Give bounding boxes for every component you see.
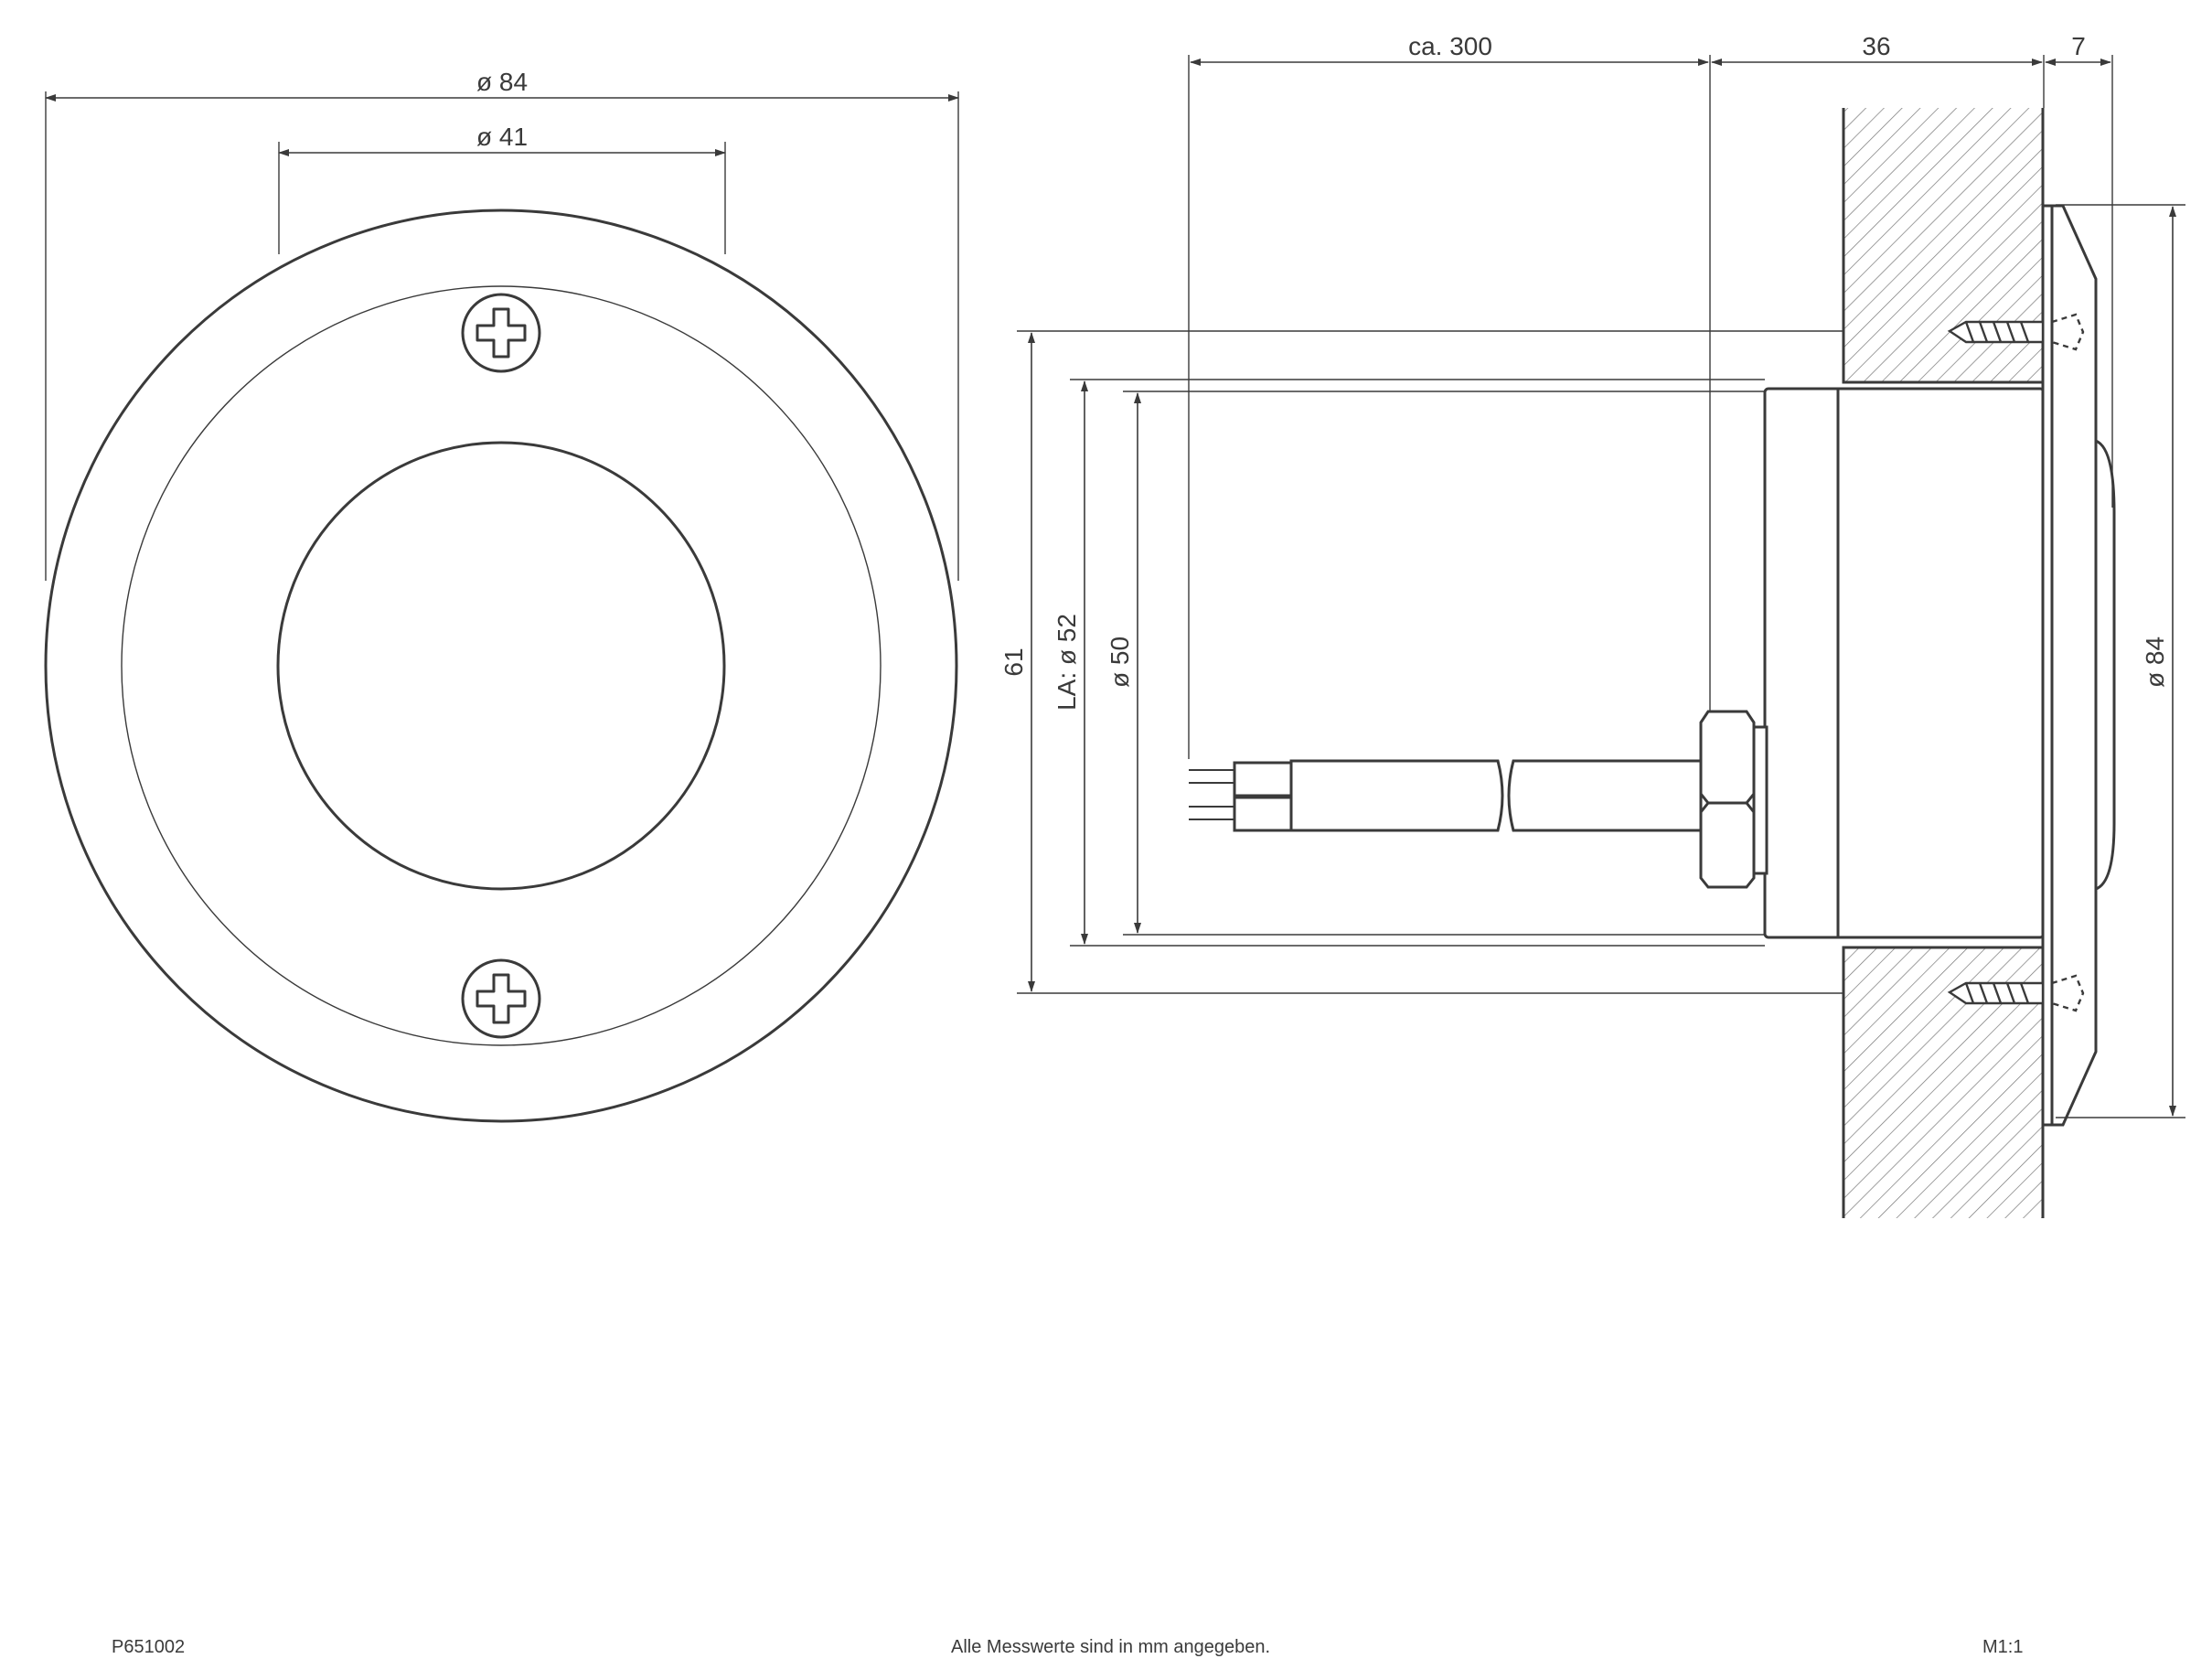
screw-top bbox=[461, 293, 541, 373]
measurement-note: Alle Messwerte sind in mm angegeben. bbox=[951, 1637, 1271, 1657]
bezel-flange bbox=[2041, 204, 2116, 1127]
label-front-outer-diameter: ø 84 bbox=[476, 68, 528, 96]
front-view bbox=[44, 91, 959, 1123]
label-body-diameter: ø 50 bbox=[1106, 637, 1134, 688]
wall-screw-top bbox=[1947, 313, 2085, 351]
outer-ring bbox=[44, 209, 958, 1123]
label-cable-length: ca. 300 bbox=[1408, 32, 1492, 60]
wall-screw-bottom bbox=[1947, 974, 2085, 1012]
cable bbox=[1189, 759, 1703, 832]
side-view bbox=[1017, 55, 2185, 1218]
label-height-61: 61 bbox=[999, 647, 1028, 676]
housing-body bbox=[1763, 387, 2046, 939]
screw-bottom bbox=[461, 958, 541, 1039]
article-number: P651002 bbox=[112, 1637, 186, 1657]
label-bezel-diameter: ø 84 bbox=[2141, 637, 2169, 688]
label-front-inner-diameter: ø 41 bbox=[476, 123, 528, 151]
label-cutout: LA: ø 52 bbox=[1053, 614, 1081, 711]
lens-circle bbox=[276, 441, 726, 891]
scale-label: M1:1 bbox=[1982, 1637, 2024, 1657]
label-bezel-depth: 7 bbox=[2071, 32, 2086, 60]
label-body-depth: 36 bbox=[1862, 32, 1890, 60]
inner-ring bbox=[121, 285, 882, 1046]
cable-gland bbox=[1699, 710, 1769, 889]
